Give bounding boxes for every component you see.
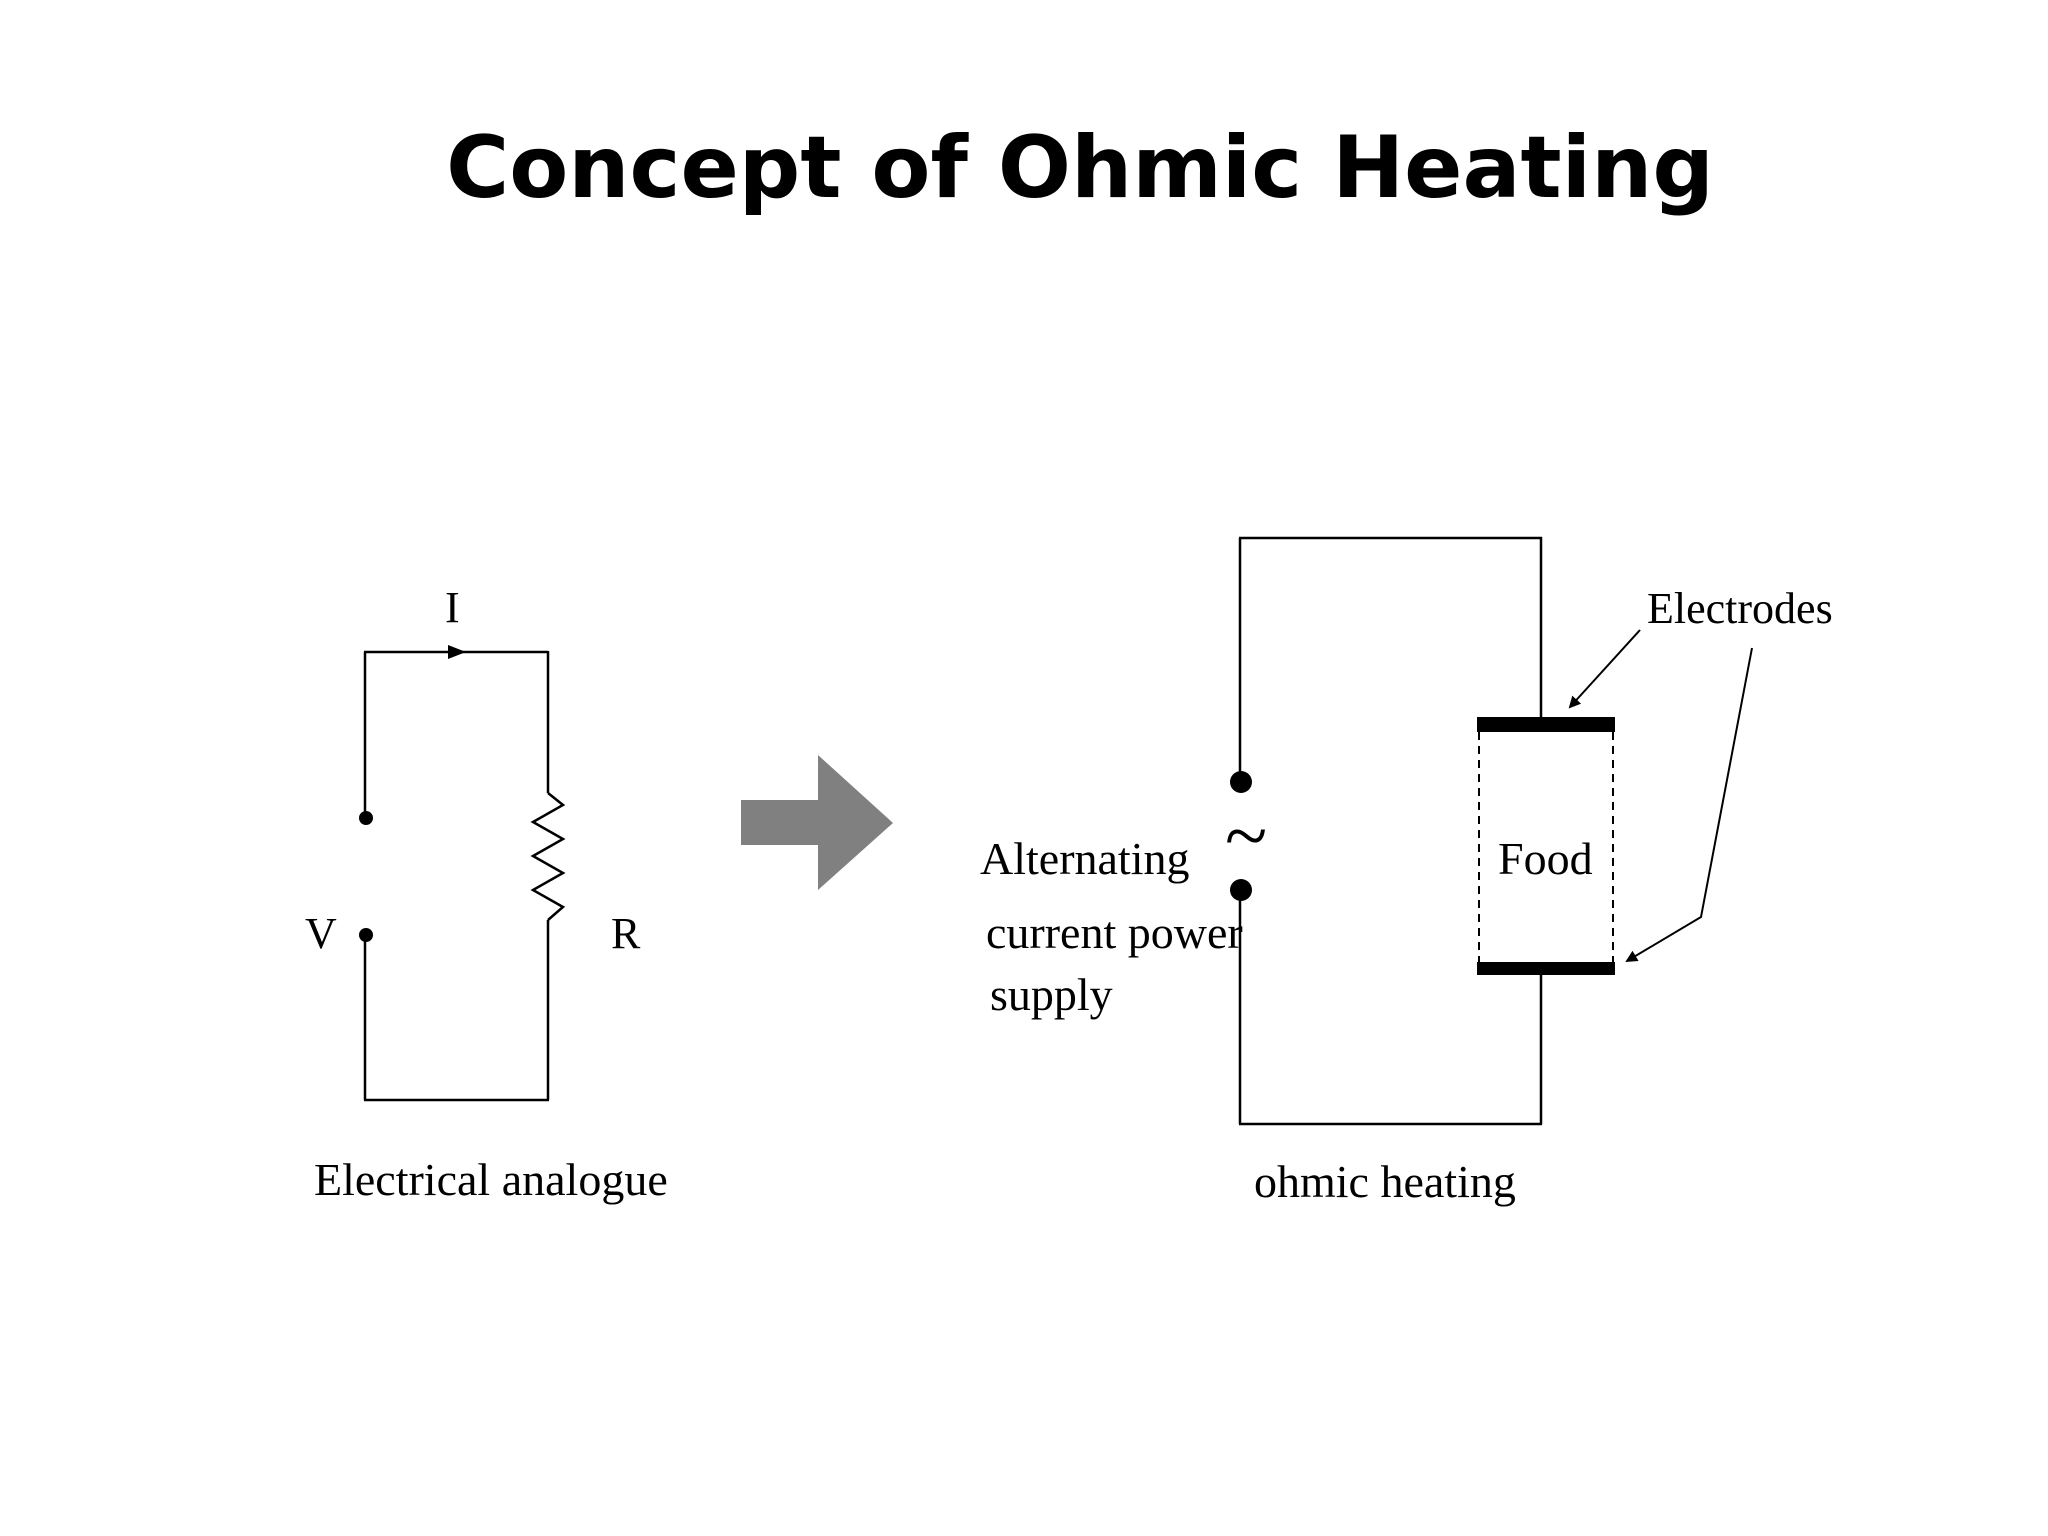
- electrical-analogue-circuit: I V R Electrical analogue: [305, 583, 668, 1205]
- resistor-icon: [530, 792, 566, 921]
- ohmic-heating-caption: ohmic heating: [1254, 1156, 1516, 1207]
- slide-title: Concept of Ohmic Heating: [446, 118, 1714, 218]
- top-electrode: [1477, 717, 1615, 732]
- resistance-label: R: [611, 909, 641, 958]
- source-terminal-bottom-icon: [1230, 879, 1252, 901]
- current-label: I: [445, 583, 460, 632]
- electrodes-label: Electrodes: [1647, 584, 1833, 633]
- transition-arrow-icon: [741, 755, 893, 890]
- source-label-line1: Alternating: [980, 833, 1190, 884]
- food-label: Food: [1498, 833, 1593, 884]
- electrodes-pointer-bottom: [1625, 647, 1753, 963]
- source-label-line3: supply: [990, 969, 1113, 1020]
- voltage-label: V: [305, 909, 337, 958]
- ac-source-icon: ~: [1225, 792, 1267, 879]
- source-terminal-top-icon: [1230, 771, 1252, 793]
- ohmic-heating-circuit: ~ Alternating current power supply Food …: [980, 536, 1833, 1207]
- terminal-bottom-icon: [359, 928, 373, 942]
- electrodes-pointer-top: [1568, 629, 1641, 709]
- current-arrow-icon: [448, 645, 466, 659]
- bottom-electrode: [1477, 962, 1615, 975]
- terminal-top-icon: [359, 811, 373, 825]
- source-label-line2: current power: [986, 907, 1243, 958]
- electrical-analogue-caption: Electrical analogue: [314, 1154, 668, 1205]
